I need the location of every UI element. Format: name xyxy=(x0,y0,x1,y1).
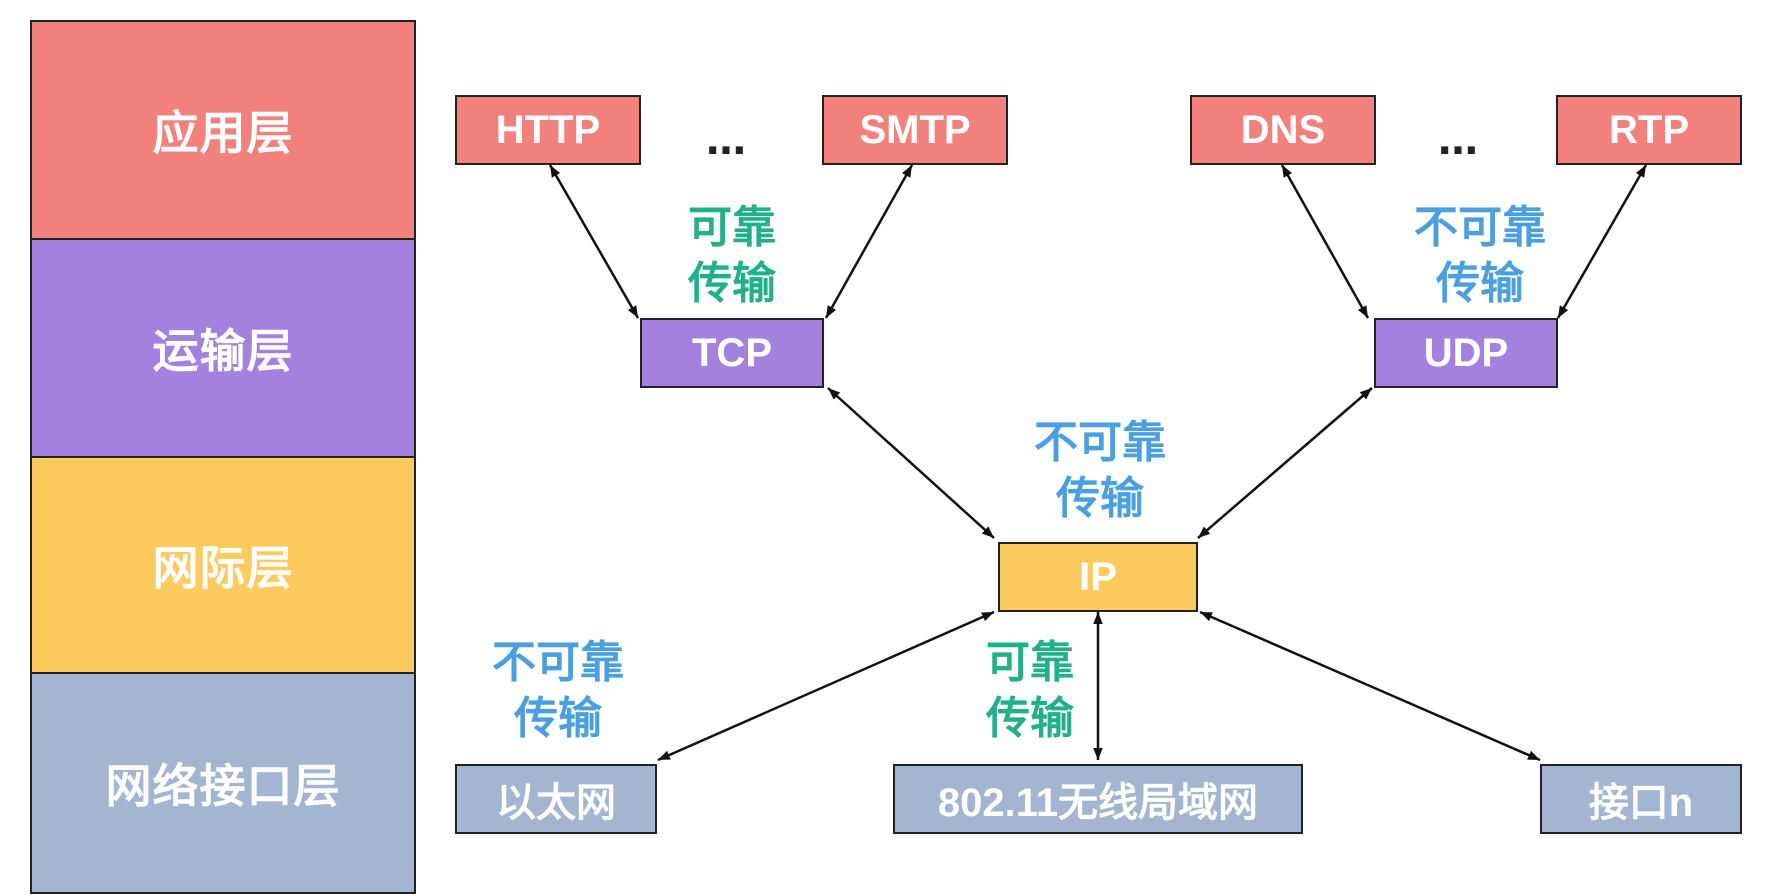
layer-transport-label: 运输层 xyxy=(152,324,294,378)
protocol-udp-label: UDP xyxy=(1423,330,1509,375)
layer-internet-label: 网际层 xyxy=(152,541,294,595)
protocol-tcp-label: TCP xyxy=(692,330,772,375)
arrow-ip-ethernet xyxy=(657,610,995,762)
protocol-dns: DNS xyxy=(1190,95,1376,165)
arrow-ip-interface-n xyxy=(1199,610,1541,762)
protocol-ip: IP xyxy=(998,542,1198,612)
interface-n-label: 接口n xyxy=(1588,781,1694,825)
arrow-rtp-udp xyxy=(1556,164,1648,319)
protocol-dns-label: DNS xyxy=(1240,107,1326,152)
layer-link: 网络接口层 xyxy=(30,672,416,894)
interface-n: 接口n xyxy=(1540,764,1742,834)
interface-ethernet: 以太网 xyxy=(455,764,657,834)
interface-wlan: 802.11无线局域网 xyxy=(893,764,1303,834)
protocol-tcp: TCP xyxy=(640,318,824,388)
label-ethernet-unreliable: 不可靠 传输 xyxy=(492,637,624,744)
interface-wlan-label: 802.11无线局域网 xyxy=(937,781,1259,825)
layer-application: 应用层 xyxy=(30,20,416,240)
arrow-dns-udp xyxy=(1280,164,1370,319)
layer-application-label: 应用层 xyxy=(152,106,294,160)
layer-link-label: 网络接口层 xyxy=(105,759,341,813)
protocol-rtp: RTP xyxy=(1556,95,1742,165)
ellipsis-left: … xyxy=(706,118,750,164)
protocol-rtp-label: RTP xyxy=(1609,107,1689,152)
protocol-ip-label: IP xyxy=(1079,554,1117,599)
label-udp-unreliable: 不可靠 传输 xyxy=(1414,202,1546,309)
protocol-http-label: HTTP xyxy=(495,107,601,152)
arrow-tcp-ip xyxy=(827,387,995,539)
label-tcp-reliable: 可靠 传输 xyxy=(688,202,776,309)
label-ip-unreliable: 不可靠 传输 xyxy=(1034,417,1166,524)
arrow-udp-ip xyxy=(1197,387,1373,539)
interface-ethernet-label: 以太网 xyxy=(496,781,616,825)
protocol-udp: UDP xyxy=(1374,318,1558,388)
protocol-http: HTTP xyxy=(455,95,641,165)
arrow-http-tcp xyxy=(548,164,640,319)
label-wlan-reliable: 可靠 传输 xyxy=(986,637,1074,744)
ellipsis-right: … xyxy=(1438,118,1482,164)
protocol-smtp-label: SMTP xyxy=(859,107,971,152)
protocol-smtp: SMTP xyxy=(822,95,1008,165)
arrow-smtp-tcp xyxy=(824,164,914,319)
layer-internet: 网际层 xyxy=(30,456,416,674)
